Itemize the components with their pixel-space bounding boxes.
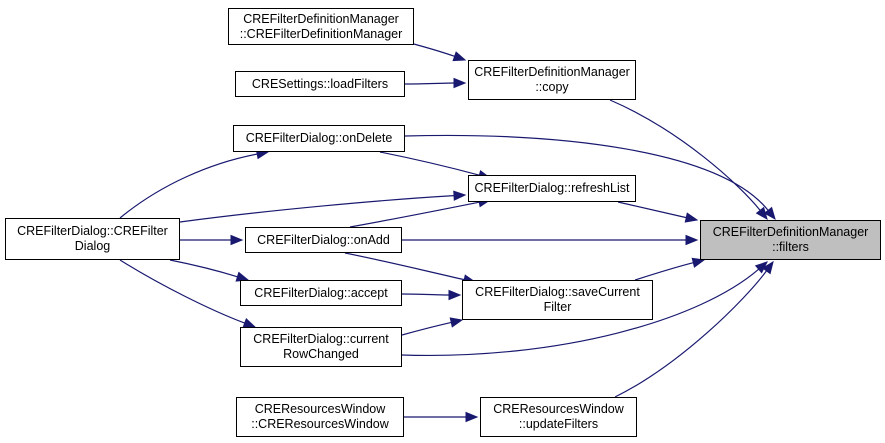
node-filters: CREFilterDefinitionManager::filters	[700, 220, 881, 260]
node-copy[interactable]: CREFilterDefinitionManager::copy	[468, 60, 636, 100]
edge-arrowhead	[230, 234, 244, 246]
edge-ondelete-to-filters	[404, 134, 776, 221]
edge-arrowhead	[453, 77, 467, 89]
node-label-line: ::CREResourcesWindow	[251, 417, 389, 431]
edge-updatefilters-to-filters	[614, 260, 774, 398]
node-label-line: Filter	[543, 300, 572, 314]
edge-dialog_ctor-to-ondelete	[119, 148, 270, 219]
edge-arrowhead	[453, 190, 467, 201]
edge-arrowhead	[684, 212, 699, 223]
node-label-line: RowChanged	[283, 347, 359, 361]
edge-line	[401, 321, 452, 336]
edge-dialog_ctor-to-currentrow	[119, 259, 257, 328]
node-label-line: Dialog	[74, 239, 111, 253]
node-label-line: ::copy	[535, 80, 569, 94]
edge-dialog_ctor-to-refreshlist	[179, 190, 467, 223]
edge-line	[119, 259, 245, 324]
edge-arrowhead	[449, 317, 464, 328]
edge-line	[401, 293, 450, 296]
edge-line	[617, 201, 687, 219]
node-label-line: CREResourcesWindow	[254, 402, 386, 416]
node-accept[interactable]: CREFilterDialog::accept	[240, 280, 402, 306]
edge-refreshlist-to-filters	[617, 201, 699, 223]
edge-accept-to-savecurrent	[401, 289, 462, 301]
node-label-line: CREFilterDialog::onDelete	[245, 131, 393, 145]
edge-arrowhead	[448, 289, 462, 301]
edge-line	[349, 201, 480, 228]
edge-line	[609, 99, 761, 211]
node-label-line: CREFilterDefinitionManager	[243, 11, 399, 26]
node-label-line: ::CREFilterDefinitionManager	[239, 26, 403, 41]
edge-line	[169, 259, 238, 278]
node-label-line: CREResourcesWindow	[493, 402, 624, 416]
edge-arrowhead	[761, 260, 774, 275]
node-ondelete[interactable]: CREFilterDialog::onDelete	[233, 125, 405, 152]
edge-line	[404, 134, 769, 211]
edge-reswin_ctor-to-updatefilters	[403, 411, 479, 423]
node-label-line: ::filters	[772, 240, 809, 254]
edge-loadfilters-to-copy	[404, 77, 467, 89]
edge-arrowhead	[452, 51, 467, 62]
node-label-line: CRESettings::loadFilters	[251, 76, 389, 91]
edge-line	[614, 270, 767, 398]
edge-line	[404, 82, 455, 85]
edge-savecurrent-to-filters	[634, 257, 706, 281]
edge-arrowhead	[685, 234, 699, 246]
edge-dialog_ctor-to-accept	[169, 259, 250, 282]
node-label-line: CREFilterDefinitionManager	[712, 225, 869, 239]
node-loadfilters[interactable]: CRESettings::loadFilters	[235, 71, 405, 97]
edge-line	[119, 153, 258, 219]
edge-onadd-to-filters	[402, 234, 699, 246]
node-onadd[interactable]: CREFilterDialog::onAdd	[245, 227, 402, 253]
edge-arrowhead	[691, 257, 706, 268]
node-ctor-mgr[interactable]: CREFilterDefinitionManager::CREFilterDef…	[228, 8, 414, 45]
edge-arrowhead	[465, 411, 479, 423]
edge-arrowhead	[763, 206, 776, 221]
edge-line	[344, 252, 465, 281]
edge-line	[634, 262, 694, 281]
edge-dialog_ctor-to-onadd	[180, 234, 244, 246]
node-label-line: CREFilterDialog::current	[253, 332, 389, 346]
node-label-line: CREFilterDialog::onAdd	[257, 232, 390, 247]
node-updatefilters[interactable]: CREResourcesWindow::updateFilters	[480, 397, 637, 437]
edge-line	[379, 151, 480, 176]
node-label-line: CREFilterDialog::refreshList	[474, 181, 630, 195]
node-label-line: CREFilterDefinitionManager	[474, 65, 630, 79]
edge-line	[401, 268, 760, 357]
edge-currentrow-to-savecurrent	[401, 317, 464, 336]
node-label-line: CREFilterDialog::saveCurrent	[475, 285, 640, 299]
edge-line	[409, 42, 455, 57]
node-refreshlist[interactable]: CREFilterDialog::refreshList	[468, 175, 636, 202]
node-label-line: CREFilterDialog::accept	[254, 285, 388, 300]
node-reswin-ctor[interactable]: CREResourcesWindow::CREResourcesWindow	[236, 397, 404, 437]
node-label-line: ::updateFilters	[518, 417, 599, 431]
edge-ctor_mgr-to-copy	[409, 42, 467, 62]
edge-line	[179, 195, 455, 223]
node-label-line: CREFilterDialog::CREFilter	[17, 224, 168, 238]
